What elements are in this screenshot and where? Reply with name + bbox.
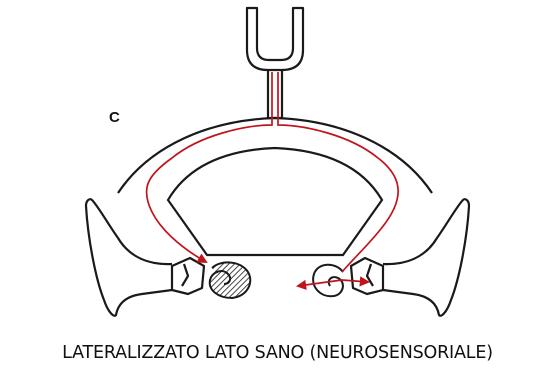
right-sound-path (278, 72, 398, 272)
right-ear (351, 199, 469, 316)
tuning-fork-icon (247, 8, 303, 118)
figure-caption: LATERALIZZATO LATO SANO (NEUROSENSORIALE… (0, 343, 555, 363)
right-arrow-outward (298, 280, 342, 286)
left-ear (86, 199, 204, 316)
panel-letter: C (109, 109, 120, 126)
left-sound-path (146, 72, 272, 262)
cochlea-icon (210, 262, 251, 298)
skull-outline (118, 118, 432, 255)
right-arrow-inward (342, 280, 368, 282)
